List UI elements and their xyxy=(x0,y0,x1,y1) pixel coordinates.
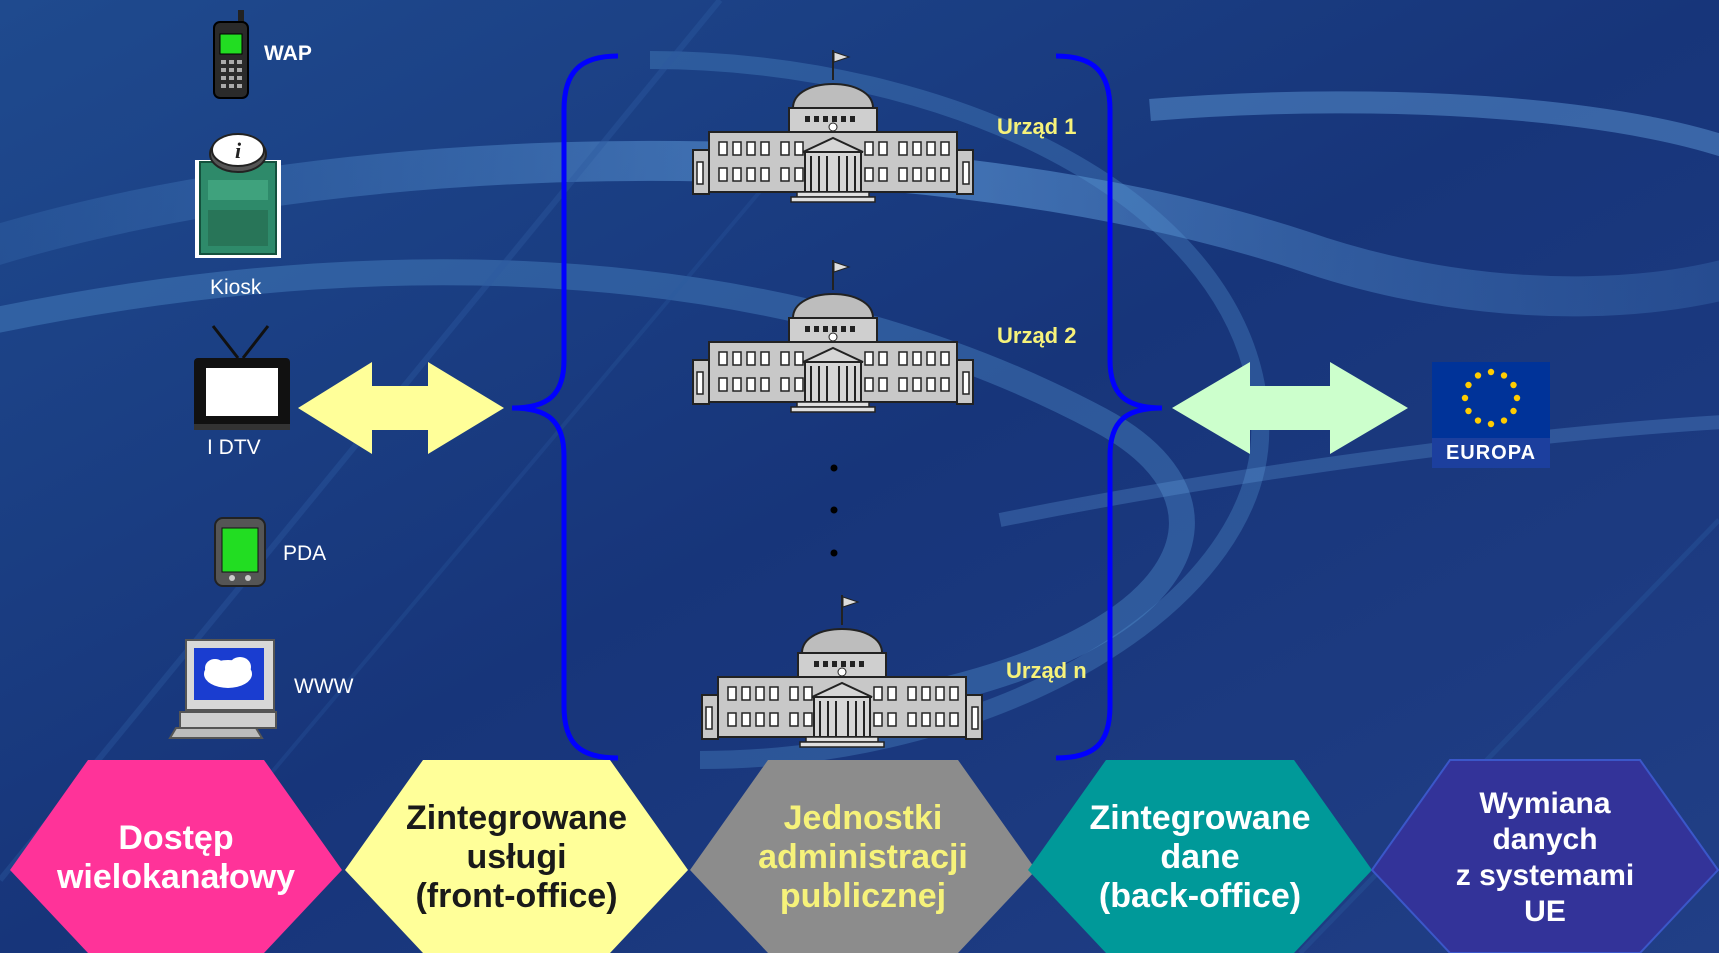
stage-eu-line-1: Wymiana xyxy=(1479,786,1611,820)
arrow-back-office xyxy=(1172,362,1408,454)
svg-text:i: i xyxy=(235,138,242,163)
eu-star-icon xyxy=(1461,394,1469,402)
stage-access-line-1: Dostęp xyxy=(118,818,234,857)
eu-star-icon xyxy=(1474,417,1482,424)
stage-back-office-line-2: dane xyxy=(1160,838,1240,877)
stage-eu-line-2: danych xyxy=(1492,822,1598,856)
eu-star-icon xyxy=(1513,394,1521,402)
eu-flag-label: EUROPA xyxy=(1445,442,1537,464)
kiosk-icon: i xyxy=(195,133,281,258)
stage-access-line-2: wielokanałowy xyxy=(56,857,296,896)
stage-back-office-hexagon xyxy=(1028,760,1372,953)
stage-units-hexagon xyxy=(690,760,1036,953)
ellipsis-dots xyxy=(830,464,838,557)
channel-label-wap: WAP xyxy=(264,42,312,65)
left-brace xyxy=(511,53,619,761)
eu-star-icon xyxy=(1500,372,1508,379)
right-brace xyxy=(1055,53,1163,761)
eu-star-icon xyxy=(1474,372,1482,379)
eu-star-icon xyxy=(1510,381,1517,389)
stage-front-office-line-3: (front-office) xyxy=(415,876,618,915)
stage-back-office-line-3: (back-office) xyxy=(1098,876,1302,915)
stage-access-text: Dostęp wielokanałowy xyxy=(20,770,332,945)
stage-access-hexagon xyxy=(10,760,342,953)
eu-star-icon xyxy=(1510,407,1517,415)
channel-label-www: WWW xyxy=(294,675,354,698)
office-label-n: Urząd n xyxy=(1006,658,1087,683)
channel-label-idtv: I DTV xyxy=(207,436,261,459)
eu-flag-icon xyxy=(1432,362,1550,468)
eu-star-icon xyxy=(1465,407,1472,415)
stage-units-line-2: administracji xyxy=(758,838,968,877)
stage-front-office-hexagon xyxy=(345,760,688,953)
pda-icon xyxy=(214,517,266,587)
office-label-1: Urząd 1 xyxy=(997,114,1077,139)
stage-units-text: Jednostki administracji publicznej xyxy=(700,770,1026,945)
eu-star-icon xyxy=(1465,381,1472,389)
channel-label-pda: PDA xyxy=(283,542,327,565)
arrow-front-office xyxy=(298,362,504,454)
tv-icon xyxy=(194,325,290,430)
office-label-2: Urząd 2 xyxy=(997,323,1077,348)
eu-star-icon xyxy=(1487,368,1495,376)
mobile-phone-icon xyxy=(213,10,249,99)
eu-star-icon xyxy=(1500,417,1508,424)
stage-units-line-1: Jednostki xyxy=(783,799,943,838)
stage-front-office-text: Zintegrowane usługi (front-office) xyxy=(355,770,678,945)
stage-back-office-text: Zintegrowane dane (back-office) xyxy=(1038,770,1362,945)
stage-front-office-line-2: usługi xyxy=(466,838,567,877)
eu-star-icon xyxy=(1487,420,1495,428)
channel-label-kiosk: Kiosk xyxy=(210,276,262,299)
stage-back-office-line-1: Zintegrowane xyxy=(1089,799,1311,838)
computer-icon xyxy=(168,639,277,739)
stage-eu-line-3: z systemami xyxy=(1455,858,1635,892)
stage-front-office-line-1: Zintegrowane xyxy=(405,799,628,838)
stage-eu-text: Wymiana danych z systemami UE xyxy=(1392,770,1698,945)
stage-eu-hexagon xyxy=(1370,759,1719,953)
stage-eu-line-4: UE xyxy=(1524,894,1566,928)
stage-units-line-3: publicznej xyxy=(779,876,947,915)
